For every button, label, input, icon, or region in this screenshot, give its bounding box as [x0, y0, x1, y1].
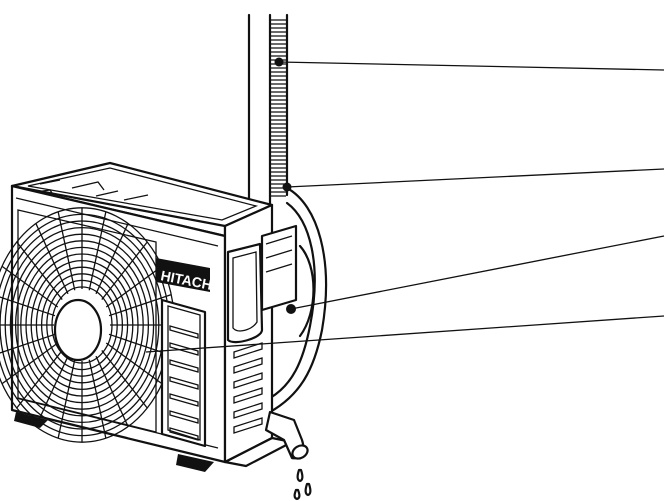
leader-line-drain-hose: [286, 168, 665, 188]
grille-spoke: [0, 296, 56, 317]
grille-spoke: [88, 211, 107, 291]
grille-spoke: [105, 342, 163, 385]
drain-hose: [268, 186, 328, 414]
vent-slat: [169, 359, 199, 373]
vent-slat: [169, 325, 199, 339]
grille-spoke: [1, 342, 59, 385]
side-louvre: [233, 387, 263, 404]
water-drop-icon: [293, 488, 301, 501]
grille-spoke: [101, 350, 148, 409]
vent-slat: [169, 342, 199, 356]
water-drop-icon: [304, 482, 312, 497]
grille-spoke: [95, 223, 129, 295]
vent-slat: [169, 393, 199, 407]
grille-spoke: [0, 333, 56, 354]
grille-spoke: [108, 294, 172, 317]
wall-and-pipe: [247, 13, 289, 207]
leader-line-connection-cover: [145, 315, 665, 353]
vent-slat: [169, 376, 199, 390]
grille-spoke: [35, 355, 69, 427]
grille-spoke: [105, 265, 163, 308]
leader-line-pipe-insulation: [278, 61, 665, 71]
front-vents: [160, 298, 207, 448]
grille-spoke: [35, 223, 69, 295]
grille-spoke: [16, 241, 63, 300]
fan-grille: [0, 207, 176, 443]
side-louvre: [233, 357, 263, 374]
drain-outlet: [264, 410, 312, 501]
grille-spoke: [108, 333, 172, 356]
side-louvre: [233, 372, 263, 389]
unit-side: [223, 203, 294, 468]
leader-line-pipe-clamp: [290, 235, 665, 310]
grille-spoke: [16, 350, 63, 409]
vent-slat: [169, 410, 199, 424]
vent-slat: [169, 427, 199, 441]
grille-spoke: [57, 359, 76, 439]
callouts: [145, 57, 665, 353]
grille-spoke: [95, 355, 129, 427]
grille-spoke: [1, 265, 59, 308]
side-louvre: [233, 342, 263, 359]
grille-spoke: [57, 211, 76, 291]
grille-spoke: [101, 241, 148, 300]
water-drop-icon: [296, 468, 304, 483]
unit-feet: [14, 412, 214, 472]
side-louvre: [233, 402, 263, 419]
side-louvre: [233, 417, 263, 434]
grille-spoke: [88, 359, 107, 439]
connection-panel: [260, 224, 298, 314]
